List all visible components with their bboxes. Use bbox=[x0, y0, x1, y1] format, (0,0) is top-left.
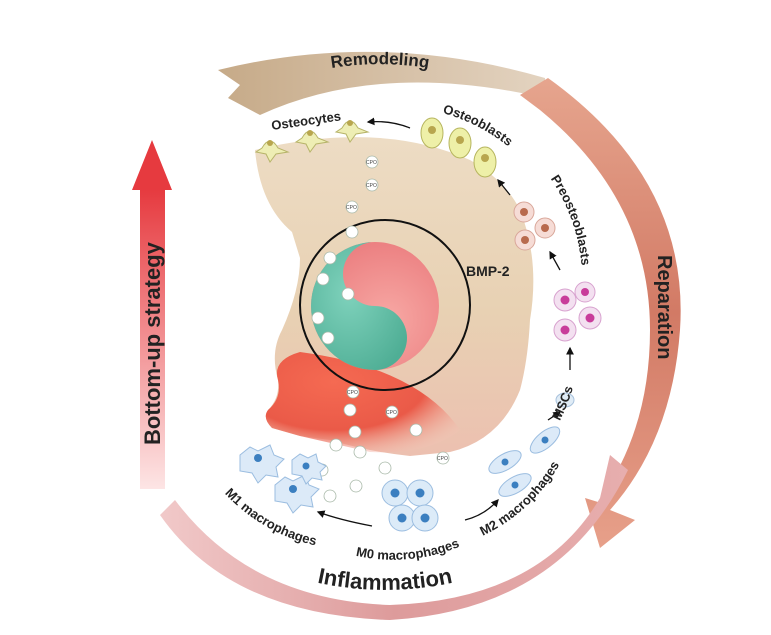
reparation-band bbox=[520, 78, 681, 548]
m1-macrophages-cells bbox=[239, 444, 327, 514]
flow-arrows bbox=[316, 117, 574, 527]
osteoblasts-nuclei bbox=[428, 126, 489, 162]
preosteoblast-early-nuclei bbox=[520, 208, 549, 244]
mscs-cells bbox=[555, 392, 575, 408]
bottom-up-strategy-label: Bottom-up strategy bbox=[140, 241, 165, 445]
remodeling-band bbox=[218, 51, 545, 115]
osteocytes-cells bbox=[254, 120, 370, 163]
preosteoblasts-label: Preosteoblasts bbox=[548, 172, 594, 266]
svg-text:CPO: CPO bbox=[347, 390, 358, 396]
bottom-up-arrow bbox=[132, 140, 172, 489]
remodeling-label: Remodeling bbox=[329, 49, 430, 72]
inflammation-label: Inflammation bbox=[316, 563, 454, 595]
m0-nuclei bbox=[390, 488, 430, 523]
reparation-label: Reparation bbox=[653, 255, 675, 359]
svg-text:CPO: CPO bbox=[386, 410, 397, 416]
central-scaffold bbox=[299, 219, 471, 391]
svg-text:CPO: CPO bbox=[346, 205, 357, 211]
preosteoblasts-nuclei bbox=[560, 288, 595, 335]
m1-nuclei bbox=[254, 454, 310, 493]
svg-text:CPO: CPO bbox=[437, 456, 448, 462]
osteocytes-nuclei bbox=[267, 120, 353, 146]
cpo-particles bbox=[311, 155, 450, 503]
m0-macrophages-cells bbox=[381, 479, 439, 532]
m2-nuclei bbox=[501, 436, 549, 489]
bmp-2-label: BMP-2 bbox=[466, 263, 510, 279]
svg-text:CPO: CPO bbox=[366, 183, 377, 189]
m0-macrophages-label: M0 macrophages bbox=[355, 535, 461, 562]
cpo-labels: CPO CPO CPO CPO CPO CPO bbox=[346, 160, 448, 462]
osteocytes-label: Osteocytes bbox=[270, 108, 341, 133]
svg-text:CPO: CPO bbox=[366, 160, 377, 166]
